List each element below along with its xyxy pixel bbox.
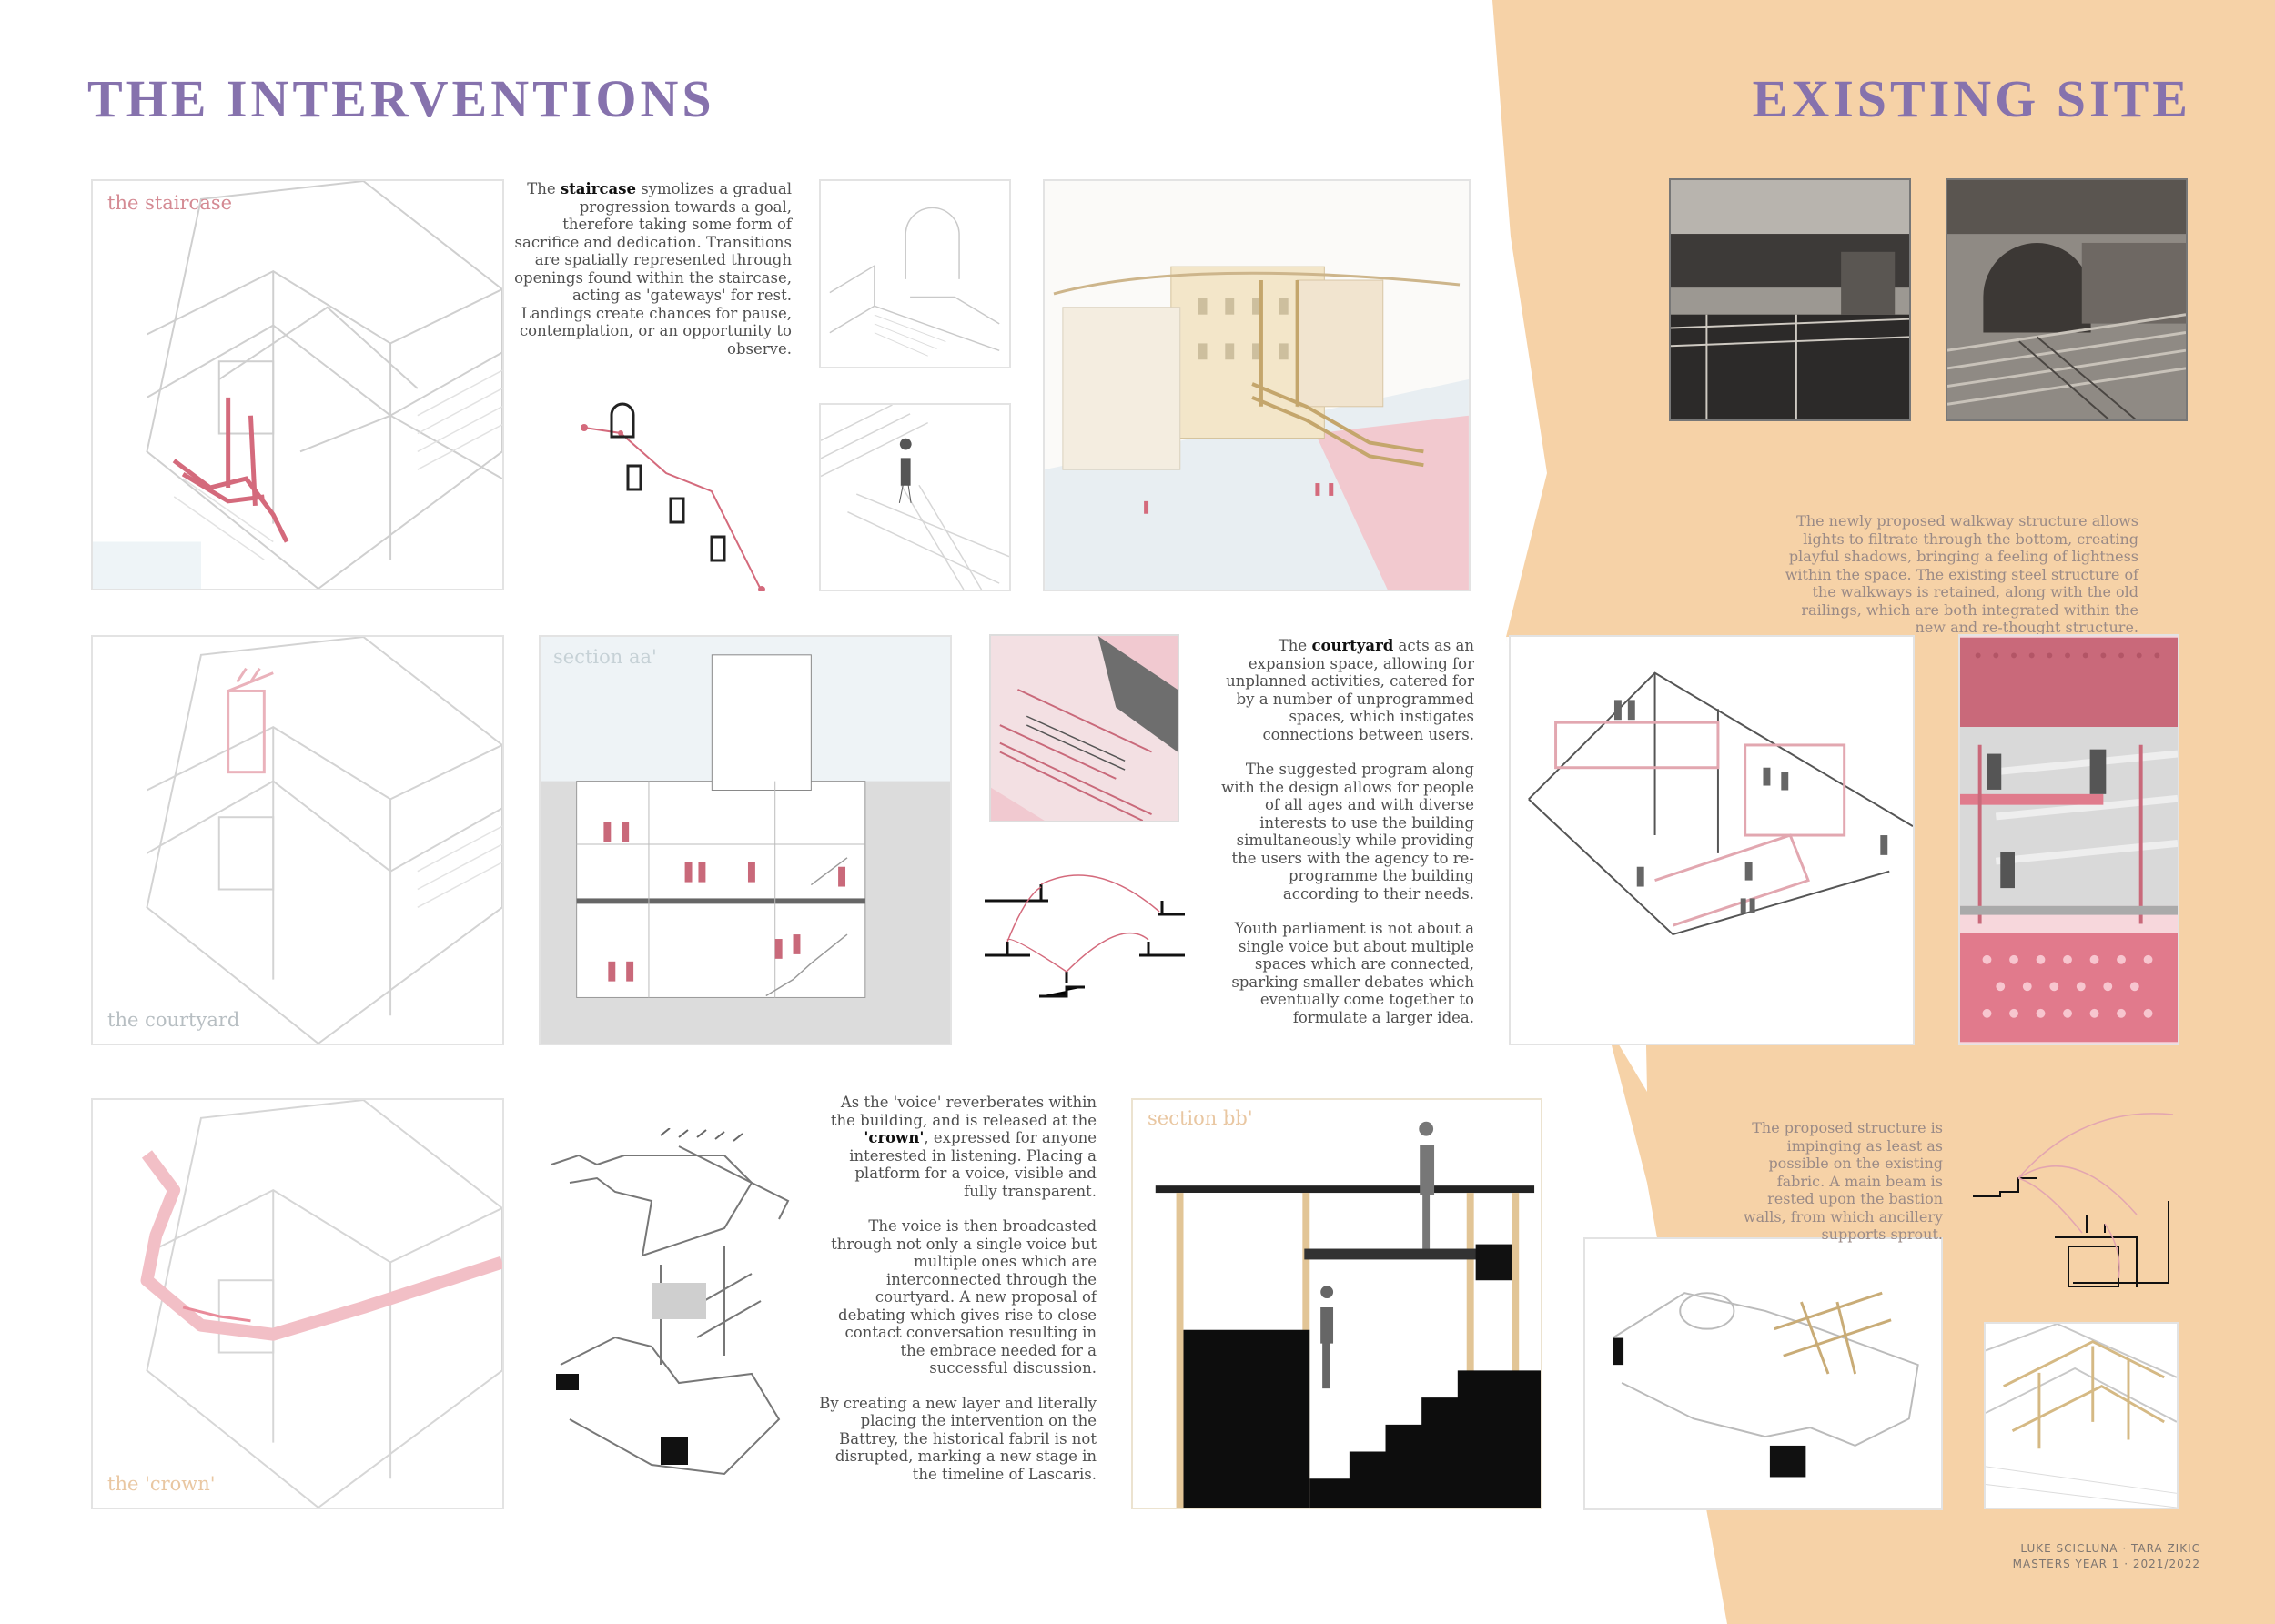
gateway-sketch-2	[819, 403, 1011, 591]
structure-voice-diagram	[1973, 1105, 2182, 1301]
section-aa-drawing: section aa'	[539, 635, 952, 1045]
crown-exploded-axonometric	[542, 1127, 815, 1483]
gateway-sketch-1	[819, 179, 1011, 368]
section-bb-label: section bb'	[1148, 1107, 1253, 1129]
staircase-description: The staircase symolizes a gradual progre…	[514, 180, 792, 358]
staircase-perspective-render	[1043, 179, 1471, 591]
walkway-perspective-render	[1958, 634, 2179, 1045]
staircase-label: the staircase	[107, 192, 233, 214]
existing-site-photo-2	[1946, 178, 2188, 421]
section-aa-label: section aa'	[553, 646, 657, 668]
section-bb-drawing: section bb'	[1131, 1098, 1542, 1509]
courtyard-debate-diagram	[985, 864, 1185, 1001]
existing-site-photo-1	[1669, 178, 1911, 421]
courtyard-label: the courtyard	[107, 1009, 240, 1031]
site-description-walkway: The newly proposed walkway structure all…	[1785, 512, 2138, 636]
staircase-gateway-diagram	[566, 391, 766, 593]
credits-course: MASTERS YEAR 1 · 2021/2022	[2012, 1558, 2200, 1570]
courtyard-axonometric: the courtyard	[91, 635, 504, 1045]
credits-authors: LUKE SCICLUNA · TARA ZIKIC	[2020, 1542, 2200, 1555]
page-title: THE INTERVENTIONS	[87, 69, 715, 128]
staircase-axonometric: the staircase	[91, 179, 504, 590]
crown-description: As the 'voice' reverberates within the b…	[819, 1094, 1097, 1483]
crown-label: the 'crown'	[107, 1473, 216, 1495]
credits: LUKE SCICLUNA · TARA ZIKIC MASTERS YEAR …	[2013, 1541, 2200, 1572]
crown-axonometric: the 'crown'	[91, 1098, 504, 1509]
courtyard-description: The courtyard acts as an expansion space…	[1221, 637, 1474, 1026]
courtyard-perspective-axo	[1509, 635, 1915, 1045]
site-description-structure: The proposed structure is impinging as l…	[1743, 1119, 1943, 1243]
site-title: EXISTING SITE	[1752, 69, 2191, 128]
crown-structure-axonometric	[1583, 1237, 1943, 1510]
staircase-drawing	[93, 181, 502, 589]
courtyard-axo-detail	[989, 634, 1179, 822]
structure-detail-axo	[1984, 1322, 2179, 1509]
